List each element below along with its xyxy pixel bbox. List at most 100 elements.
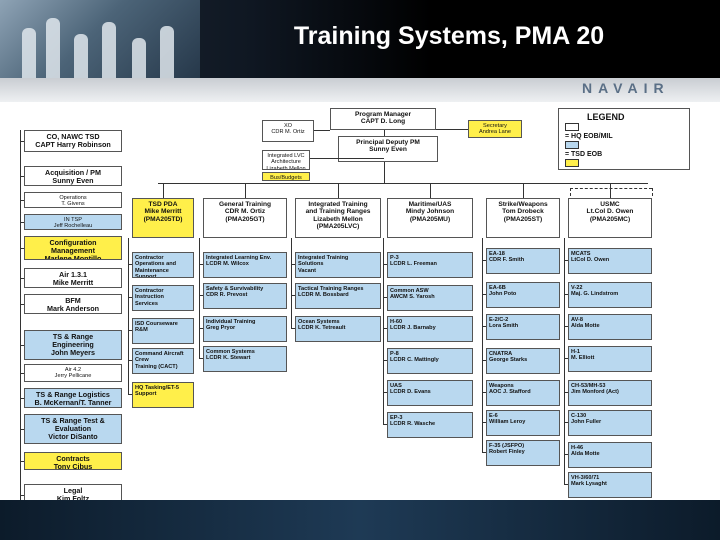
division-5-box-1-line: EA-18 — [489, 251, 505, 257]
col-tick — [128, 394, 132, 395]
col-tick — [383, 360, 387, 361]
left-box-10-line: B. McKernan/T. Tanner — [34, 398, 112, 407]
left-box-12-line: Tony Cibus — [53, 462, 93, 470]
col-tick — [199, 295, 203, 296]
division-head-6-line: (PMA205MC) — [589, 215, 631, 223]
division-2-box-1-line: Integrated Learning Env. — [206, 255, 272, 261]
legend-item: = TSD EOB — [565, 141, 683, 159]
col-tick — [199, 328, 203, 329]
col-tick — [564, 358, 568, 359]
division-4-box-4-line: LCDR C. Mattingly — [390, 357, 439, 364]
division-6-box-7-line: Alda Motte — [571, 451, 600, 458]
xo-connector — [314, 130, 330, 131]
division-4-box-2-line: Common ASW — [390, 288, 429, 294]
left-box-13-line: Legal — [63, 486, 83, 495]
col-drop-5 — [523, 183, 524, 198]
division-3-box-1-line: Integrated Training — [298, 255, 349, 261]
division-2-box-1: Integrated Learning Env.LCDR M. Wilcox — [203, 252, 287, 278]
division-1-box-5: HQ Tasking/ET-5 Support — [132, 382, 194, 408]
col-spine-6 — [564, 238, 565, 484]
left-box-3-line: T. Givens — [61, 201, 85, 208]
division-1-box-4-line: Command Aircraft Crew — [135, 351, 184, 364]
legend-label: = TSD EOB — [565, 151, 603, 158]
bus-budgets-box-line: Bus/Budgets — [270, 175, 302, 181]
legend-title: LEGEND — [587, 112, 625, 122]
col-tick — [564, 294, 568, 295]
division-2-box-4-line: Common Systems — [206, 349, 255, 355]
division-1-box-1-line: Contractor Operations and — [135, 255, 177, 268]
division-5-box-3-line: Lora Smith — [489, 323, 519, 330]
division-4-box-3-line: LCDR J. Barnaby — [390, 325, 436, 332]
col-tick — [482, 260, 486, 261]
left-box-10-line: TS & Range Logistics — [36, 390, 110, 399]
col-tick — [199, 264, 203, 265]
xo-box-line: CDR M. Ortiz — [271, 129, 305, 136]
col-tick — [383, 297, 387, 298]
col-tick — [128, 330, 132, 331]
legend-box: LEGEND= HQ EOB/MIL= TSD EOB= REIMB= CSS — [558, 108, 690, 170]
left-box-11-line: Evaluation — [54, 424, 92, 433]
division-6-box-1-line: MCATS — [571, 251, 591, 257]
col-drop-6 — [610, 183, 611, 198]
division-head-5-line: Tom Drobeck — [502, 208, 544, 216]
division-1-box-3-line: ISD Courseware R&M — [135, 321, 178, 334]
division-head-3-line: Integrated Training — [308, 201, 368, 208]
col-tick — [128, 264, 132, 265]
legend-item: = REIMB — [565, 159, 683, 169]
col-drop-2 — [245, 183, 246, 198]
left-spine — [20, 130, 21, 500]
program-manager-box-line: Program Manager — [354, 111, 412, 118]
division-head-1-line: (PMA205TD) — [143, 215, 183, 223]
division-head-2-line: CDR M. Ortiz — [224, 208, 266, 216]
division-3-box-1-line: Solutions — [298, 261, 324, 268]
left-tick — [20, 398, 24, 399]
division-head-3-line: and Training Ranges — [305, 208, 371, 216]
division-5-box-3-line: E-2/C-2 — [489, 317, 509, 323]
col-tick — [291, 295, 295, 296]
usmc-dash-h — [570, 188, 652, 189]
left-box-5-line: Configuration — [49, 238, 97, 247]
division-5-box-5-line: AOC J. Stafford — [489, 389, 531, 396]
left-box-6-line: Mike Merritt — [52, 278, 94, 287]
left-box-8-line: Engineering — [52, 340, 94, 349]
division-1-box-1-line: Maintenance Support — [135, 267, 169, 278]
left-box-7-line: Mark Anderson — [46, 304, 100, 313]
integrated-lvc-box-line: Lizabeth Mellon — [266, 165, 306, 170]
col-spine-2 — [199, 238, 200, 358]
col-tick — [482, 294, 486, 295]
col-tick — [383, 328, 387, 329]
division-6-box-4-line: M. Elliott — [571, 355, 595, 362]
division-6-box-2-line: V-22 — [571, 285, 583, 291]
left-tick — [20, 345, 24, 346]
col-drop-4 — [430, 183, 431, 198]
division-1-box-4-line: Training (CACT) — [135, 363, 178, 370]
left-tick — [20, 373, 24, 374]
division-head-3-line: Lizabeth Mellon — [313, 215, 363, 223]
col-tick — [383, 424, 387, 425]
left-box-8-line: TS & Range — [52, 332, 94, 341]
page-title: Training Systems, PMA 20 — [293, 22, 605, 50]
col-tick — [383, 392, 387, 393]
legend-item: = HQ EOB/MIL — [565, 123, 683, 141]
division-4-box-6-line: LCDR R. Wasche — [390, 421, 436, 428]
division-head-6-line: USMC — [600, 201, 620, 208]
division-6-box-2-line: Maj. G. Lindstrom — [571, 291, 619, 298]
left-tick — [20, 495, 24, 496]
